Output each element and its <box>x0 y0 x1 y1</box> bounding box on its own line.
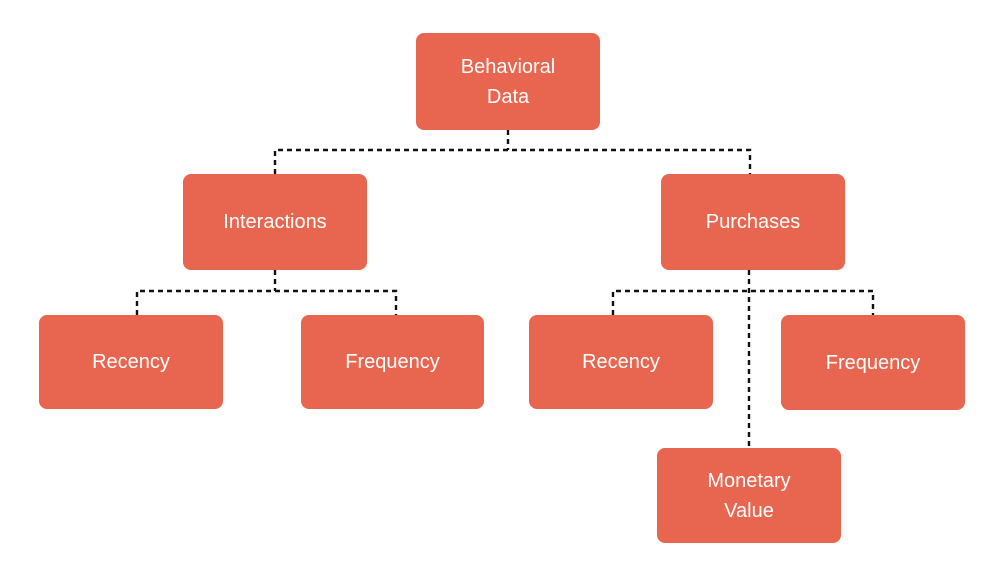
node-behavioral-data-label: Behavioral Data <box>460 55 556 108</box>
node-purchases-frequency: Frequency <box>781 315 965 410</box>
connector-interactions-bracket <box>135 289 398 315</box>
node-purchases-recency-label: Recency <box>582 351 660 373</box>
node-interactions: Interactions <box>183 174 367 270</box>
node-purchases-label: Purchases <box>705 211 801 233</box>
node-purchases-frequency-label: Frequency <box>825 351 921 374</box>
node-purchases: Purchases <box>661 174 845 270</box>
connector-level1-bracket <box>273 148 752 174</box>
node-purchases-monetary-value: Monetary Value <box>657 448 841 543</box>
node-interactions-recency-label: Recency <box>92 351 170 373</box>
connector-purchases-bracket <box>611 289 875 315</box>
node-purchases-monetary-value-label: Monetary Value <box>707 469 791 522</box>
node-purchases-recency: Recency <box>529 315 713 409</box>
node-interactions-label: Interactions <box>223 211 327 233</box>
node-interactions-frequency: Frequency <box>301 315 484 409</box>
node-behavioral-data: Behavioral Data <box>416 33 600 130</box>
node-interactions-recency: Recency <box>39 315 223 409</box>
node-interactions-frequency-label: Frequency <box>345 351 440 373</box>
